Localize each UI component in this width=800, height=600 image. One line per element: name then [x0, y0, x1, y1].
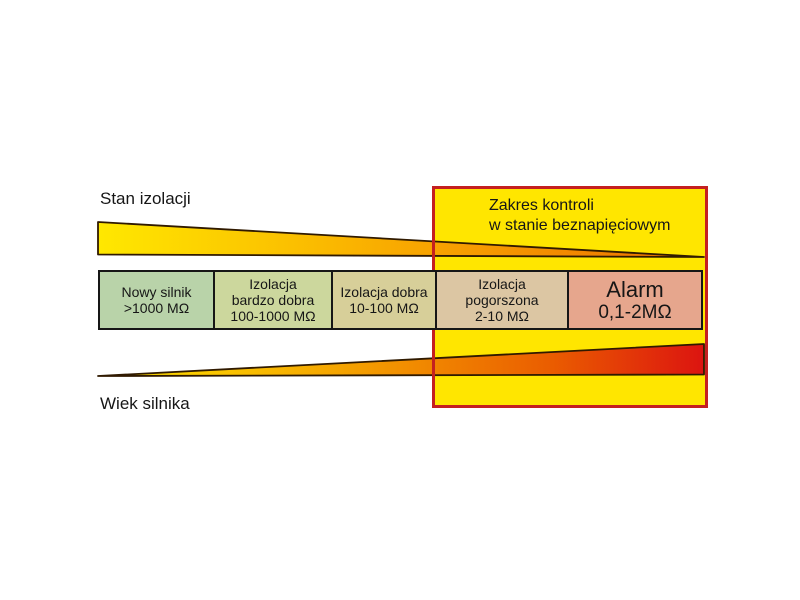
insulation-scale-strip: Nowy silnik >1000 MΩ Izolacja bardzo dob…	[98, 270, 703, 330]
cell-line: 100-1000 MΩ	[230, 308, 316, 324]
cell-line: bardzo dobra	[231, 292, 315, 308]
scale-cell-very-good: Izolacja bardzo dobra 100-1000 MΩ	[215, 272, 333, 328]
scale-cell-good: Izolacja dobra 10-100 MΩ	[333, 272, 437, 328]
control-range-label-line2: w stanie beznapięciowym	[489, 217, 671, 234]
insulation-decline-wedge	[97, 221, 705, 258]
cell-line: 10-100 MΩ	[349, 300, 419, 316]
cell-line: Izolacja dobra	[340, 284, 428, 300]
cell-line: Nowy silnik	[121, 284, 192, 300]
cell-line: Izolacja	[249, 276, 297, 292]
insulation-state-label: Stan izolacji	[100, 189, 191, 208]
scale-cell-alarm: Alarm 0,1-2MΩ	[569, 272, 701, 328]
cell-line: 2-10 MΩ	[474, 308, 530, 324]
cell-line: >1000 MΩ	[123, 300, 190, 316]
cell-line: 0,1-2MΩ	[598, 301, 672, 323]
motor-age-label: Wiek silnika	[100, 394, 190, 413]
control-range-label-line1: Zakres kontroli	[489, 197, 594, 214]
cell-line: Alarm	[606, 276, 664, 302]
scale-cell-new-motor: Nowy silnik >1000 MΩ	[100, 272, 215, 328]
cell-line: Izolacja	[478, 276, 526, 292]
control-range-label: Zakres kontroli w stanie beznapięciowym	[489, 196, 670, 236]
cell-line: pogorszona	[465, 292, 539, 308]
motor-age-wedge	[97, 343, 705, 377]
scale-cell-worsened: Izolacja pogorszona 2-10 MΩ	[437, 272, 569, 328]
